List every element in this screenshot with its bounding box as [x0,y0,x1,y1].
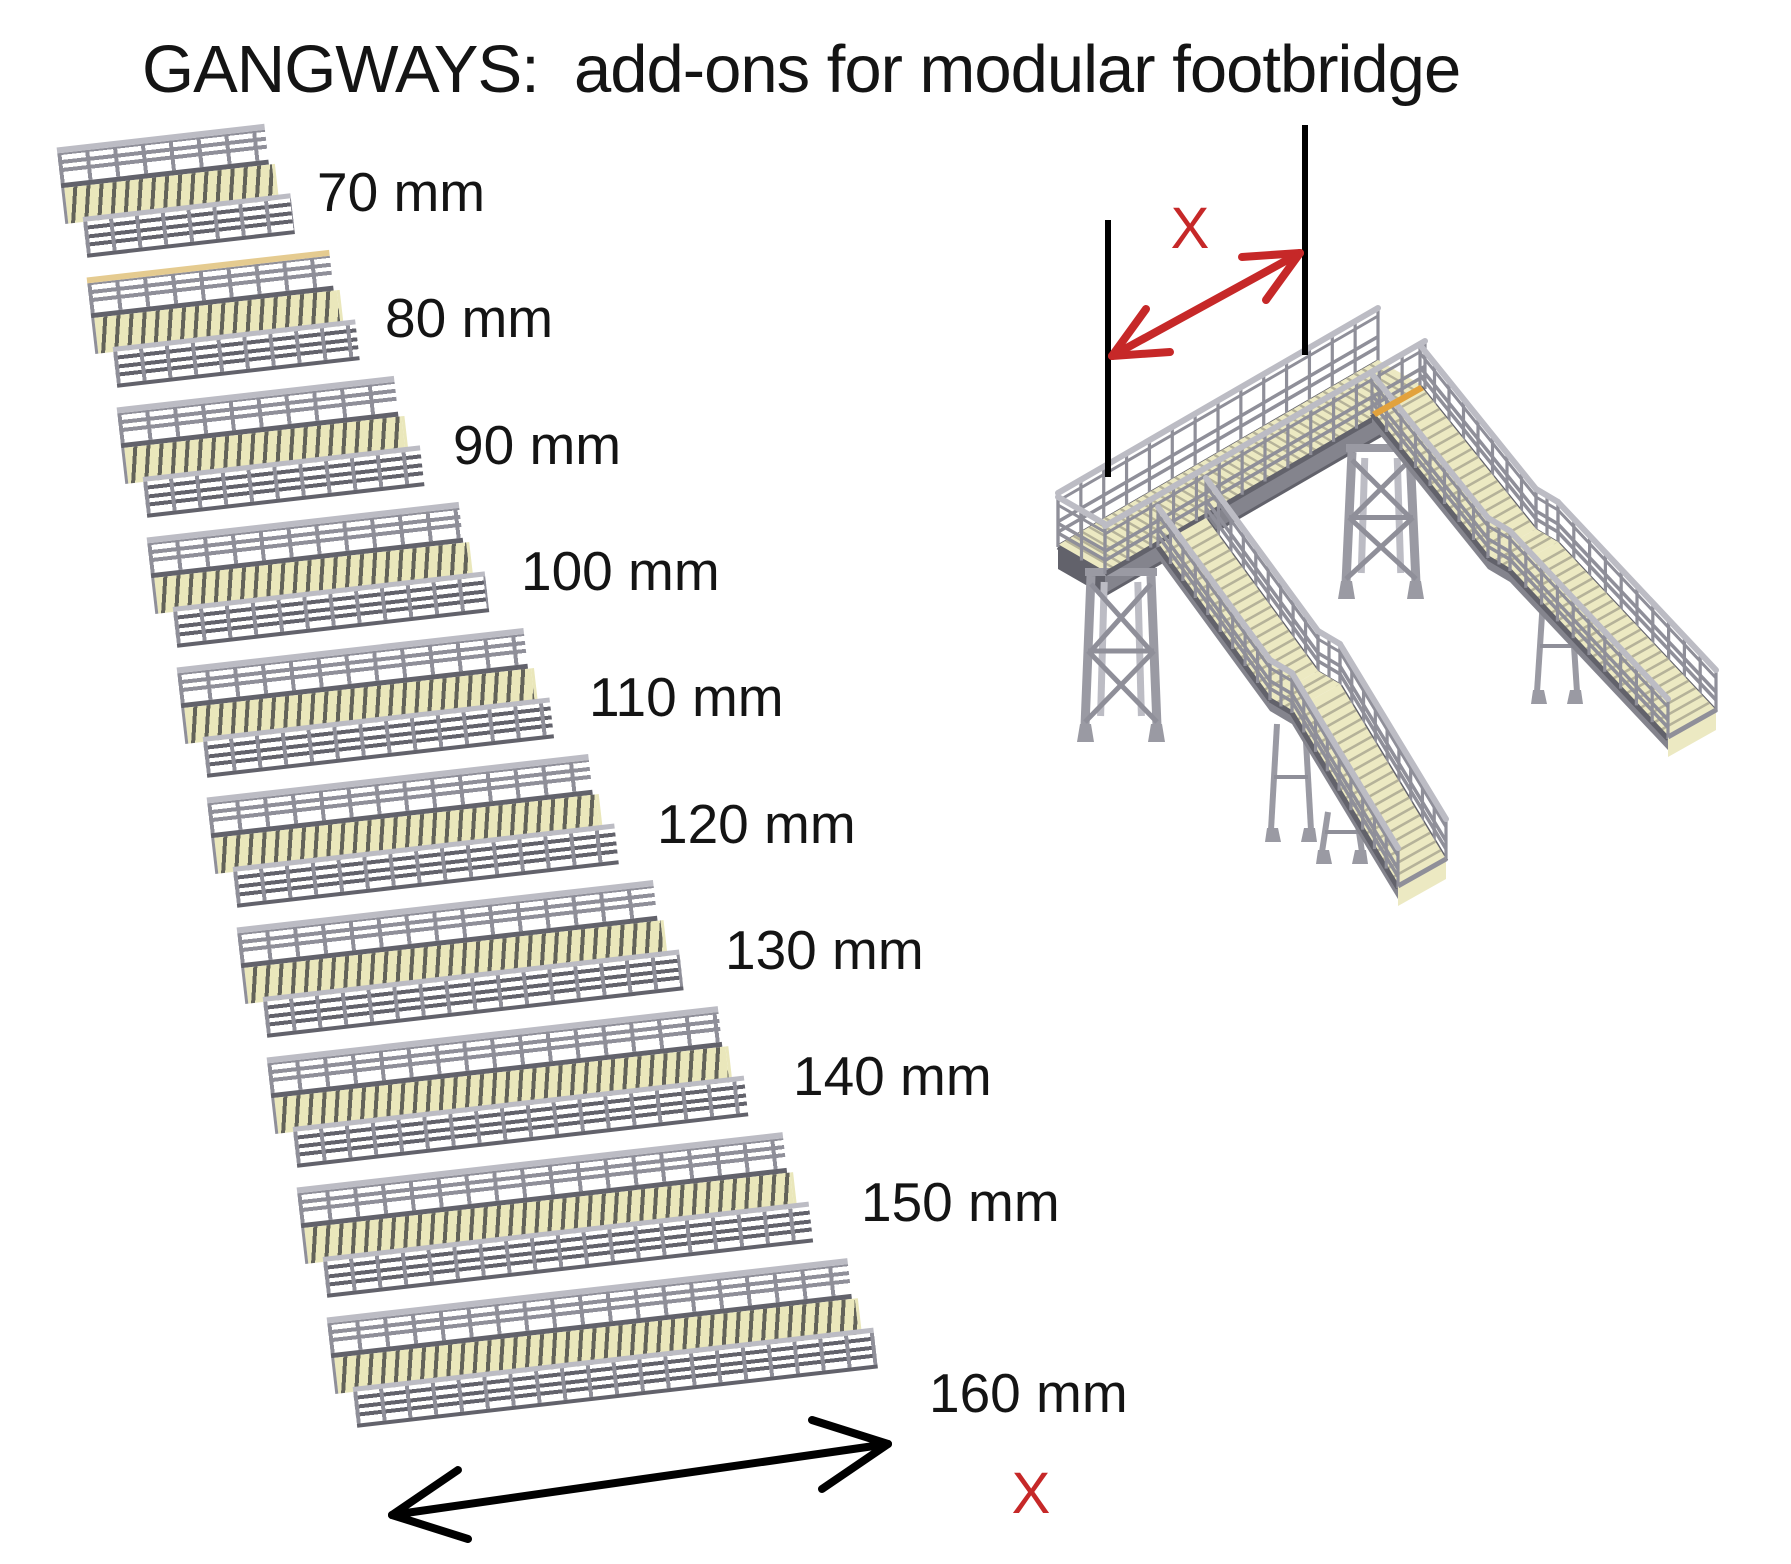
gangway-length-label: 120 mm [657,792,856,855]
gangway-length-label: 100 mm [521,539,720,602]
gangway-row-140mm: 140 mm [248,1006,992,1210]
gangway-length-label: 160 mm [929,1361,1128,1424]
gangway-row-90mm: 90 mm [98,375,818,560]
gangway-row-150mm: 150 mm [278,1132,1060,1340]
page-title: GANGWAYS: add-ons for modular footbridge [142,32,1461,107]
gangway-length-label: 70 mm [317,161,486,223]
gangway-length-label: 130 mm [725,918,924,981]
gangway-row-160mm: 160 mm [308,1258,1128,1470]
gangway-row-130mm: 130 mm [218,880,938,1080]
gangway-length-label: 140 mm [793,1045,992,1108]
gangway-row-120mm: 120 mm [188,753,908,950]
gangway-length-label: 110 mm [589,666,784,729]
gangway-row-80mm: 80 mm [68,249,788,430]
gangway-length-label: 80 mm [385,287,554,350]
gangway-length-label: 150 mm [861,1171,1060,1234]
gangway-row-110mm: 110 mm [158,627,878,820]
gangway-length-label: 90 mm [453,413,622,476]
gangway-row-100mm: 100 mm [128,501,848,690]
gangway-row-70mm: 70 mm [38,123,758,300]
gangway-illustration [31,120,311,266]
